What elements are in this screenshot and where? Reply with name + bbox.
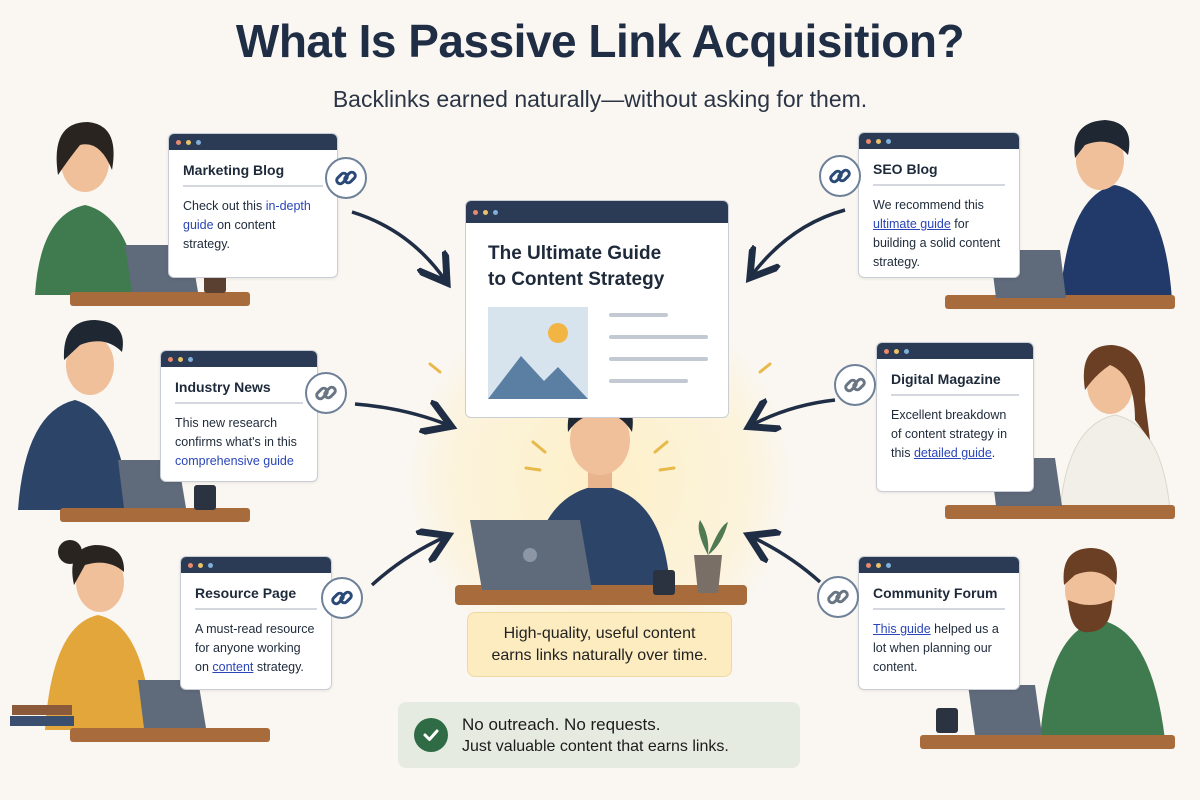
center-person — [455, 395, 747, 605]
card-title: Digital Magazine — [891, 371, 1001, 387]
guide-link[interactable]: detailed guide — [913, 446, 992, 460]
person-magazine — [945, 345, 1175, 519]
card-title: Resource Page — [195, 585, 297, 601]
summary-banner: No outreach. No requests. Just valuable … — [398, 702, 800, 768]
person-forum — [920, 548, 1175, 749]
caption-line1: High-quality, useful content — [503, 625, 696, 642]
checkmark-icon — [414, 718, 448, 752]
link-chain-icon — [305, 372, 347, 414]
link-chain-icon — [819, 155, 861, 197]
card-text: A must-read resource for anyone working … — [195, 622, 315, 674]
card-title: Industry News — [175, 379, 271, 395]
link-chain-icon — [321, 577, 363, 619]
guide-link[interactable]: comprehensive guide — [175, 454, 294, 468]
card-title: Marketing Blog — [183, 162, 285, 178]
arrow-industry — [354, 404, 448, 425]
sparkle-lines — [428, 362, 772, 472]
card-digital-magazine: Digital Magazine Excellent breakdown of … — [876, 342, 1034, 492]
page-subtitle: Backlinks earned naturally—without askin… — [332, 86, 868, 112]
guide-window: The Ultimate Guide to Content Strategy — [465, 200, 729, 418]
guide-title-line2: to Content Strategy — [488, 269, 665, 290]
card-title: SEO Blog — [873, 161, 938, 177]
link-chain-icon — [817, 576, 859, 618]
card-text: This new research confirms what's in thi… — [175, 416, 297, 482]
person-seo — [945, 120, 1175, 309]
guide-title: The Ultimate Guide to Content Strategy — [488, 241, 706, 293]
window-titlebar — [466, 201, 728, 223]
arrow-forum — [752, 537, 822, 584]
image-placeholder-icon — [488, 307, 708, 399]
arrow-resource — [370, 537, 445, 587]
caption-box: High-quality, useful content earns links… — [467, 612, 732, 677]
page-title: What Is Passive Link Acquisition? — [235, 15, 965, 67]
card-resource-page: Resource Page A must-read resource for a… — [180, 556, 332, 690]
guide-link[interactable]: This guide — [873, 622, 931, 636]
card-title: Community Forum — [873, 585, 998, 601]
person-resource — [10, 540, 270, 742]
arrow-marketing — [351, 210, 445, 280]
card-industry-news: Industry News This new research confirms… — [160, 350, 318, 482]
card-text: Excellent breakdown of content strategy … — [891, 408, 1008, 460]
card-text: Check out this in-depth guide on content… — [183, 199, 311, 251]
card-marketing-blog: Marketing Blog Check out this in-depth g… — [168, 133, 338, 278]
guide-link[interactable]: content — [212, 660, 254, 674]
arrow-magazine — [752, 400, 836, 425]
guide-link[interactable]: in-depth guide — [183, 199, 311, 232]
card-text: We recommend this ultimate guide for bui… — [873, 198, 1001, 269]
card-seo-blog: SEO Blog We recommend this ultimate guid… — [858, 132, 1020, 278]
banner-line2: Just valuable content that earns links. — [462, 737, 729, 755]
link-chain-icon — [325, 157, 367, 199]
guide-link[interactable]: ultimate guide — [873, 217, 951, 231]
banner-line1: No outreach. No requests. — [462, 714, 661, 734]
card-text: This guide helped us a lot when planning… — [873, 622, 999, 674]
card-community-forum: Community Forum This guide helped us a l… — [858, 556, 1020, 690]
guide-title-line1: The Ultimate Guide — [488, 243, 662, 264]
arrow-seo — [752, 208, 846, 275]
caption-line2: earns links naturally over time. — [491, 647, 708, 664]
link-chain-icon — [834, 364, 876, 406]
